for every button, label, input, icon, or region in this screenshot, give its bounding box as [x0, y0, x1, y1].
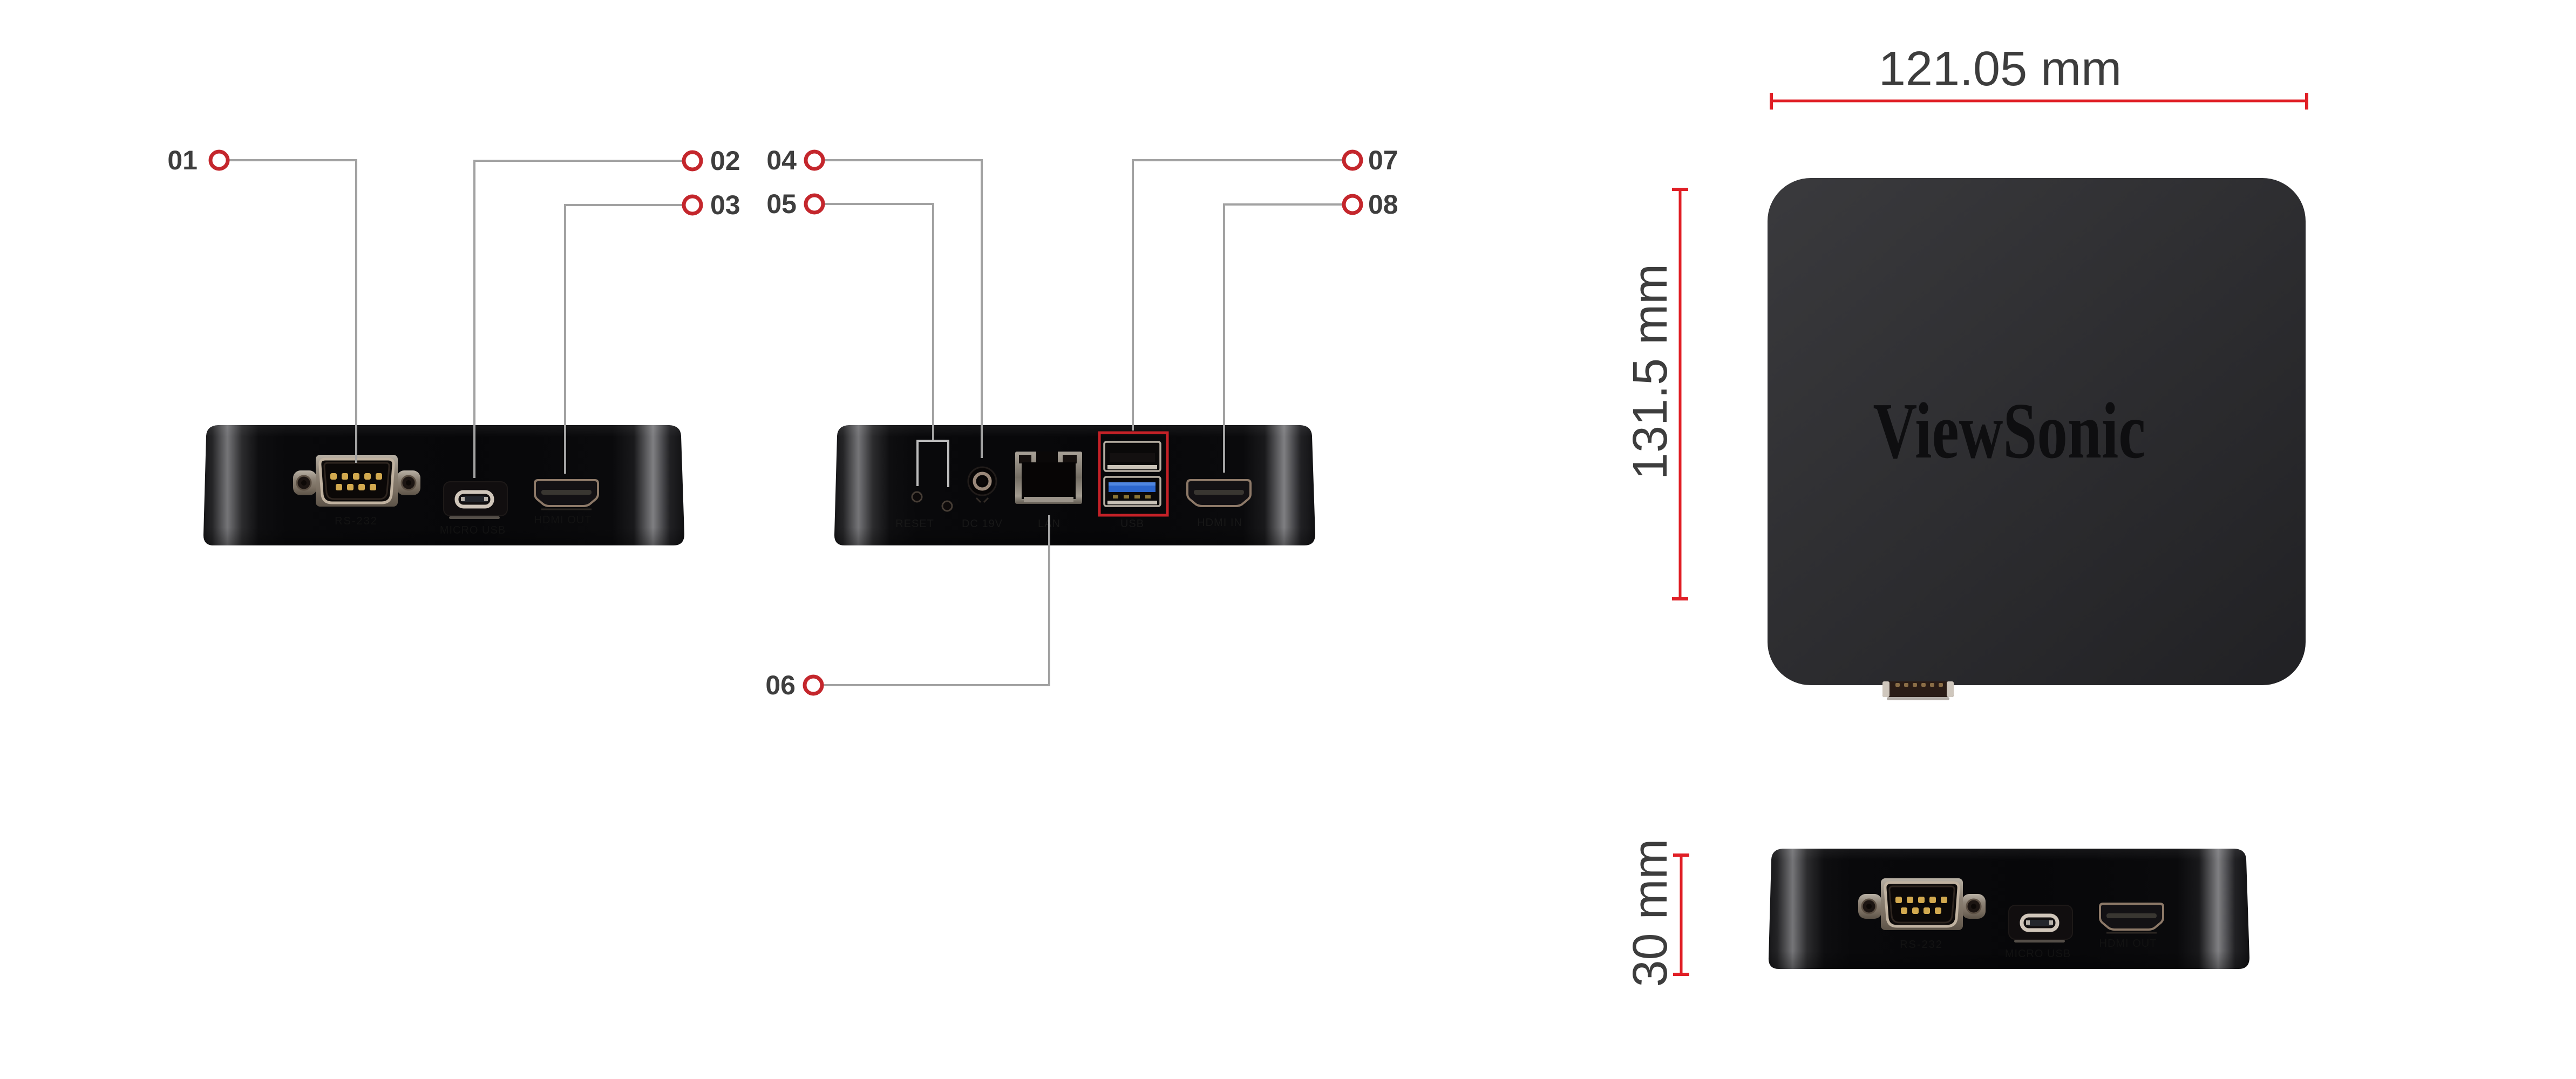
svg-text:02: 02 [710, 146, 740, 176]
svg-text:ViewSonic: ViewSonic [1873, 387, 2146, 475]
svg-text:04: 04 [766, 145, 797, 175]
svg-text:USB: USB [1120, 518, 1144, 530]
svg-text:HDMI IN: HDMI IN [1197, 517, 1242, 529]
svg-text:08: 08 [1368, 189, 1398, 220]
svg-text:RESET: RESET [895, 518, 934, 530]
svg-text:DC 19V: DC 19V [962, 518, 1003, 530]
svg-text:07: 07 [1368, 145, 1398, 175]
svg-text:05: 05 [766, 189, 797, 219]
svg-text:01: 01 [167, 145, 198, 175]
svg-text:30 mm: 30 mm [1623, 838, 1677, 987]
svg-text:121.05 mm: 121.05 mm [1879, 42, 2122, 96]
svg-text:03: 03 [710, 190, 740, 220]
svg-text:06: 06 [765, 670, 796, 700]
svg-text:131.5 mm: 131.5 mm [1623, 264, 1677, 480]
